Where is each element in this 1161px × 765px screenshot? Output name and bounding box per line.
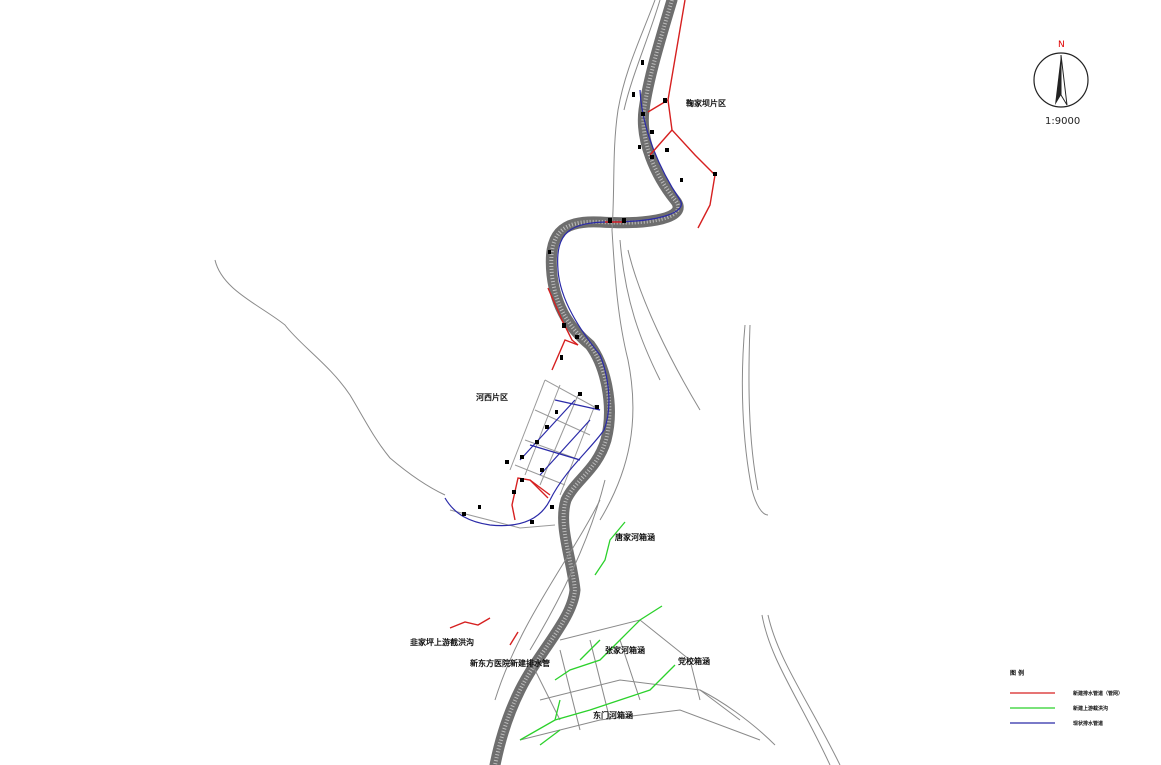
- label-district-west: 河西片区: [476, 392, 508, 402]
- label-district-north: 鞠家坝片区: [686, 98, 726, 108]
- legend-title: 图 例: [1010, 669, 1024, 677]
- north-arrow: N 1:9000: [1033, 40, 1089, 127]
- compass-circle: [1033, 52, 1089, 108]
- culvert-lines: [519, 521, 676, 746]
- existing-drain-lines: [444, 89, 682, 527]
- manhole-markers: [462, 60, 717, 524]
- scale-label: 1:9000: [1045, 116, 1080, 127]
- west-district-streets: [449, 379, 601, 529]
- label-culvert-1: 唐家河箱涵: [615, 532, 655, 542]
- north-label: N: [1058, 40, 1065, 50]
- legend: 图 例 新建排水管道（管网） 新建上游截洪沟 现状排水管道: [1010, 669, 1123, 727]
- road-network: [214, 0, 841, 765]
- legend-item-1: 新建上游截洪沟: [1073, 705, 1108, 712]
- label-culvert-3: 党校箱涵: [678, 656, 710, 666]
- north-arrow-icon: [1055, 55, 1061, 105]
- legend-item-0: 新建排水管道（管网）: [1073, 690, 1123, 697]
- label-culvert-4: 东门河箱涵: [593, 710, 633, 720]
- river: [489, 0, 684, 765]
- new-drain-lines: [449, 0, 716, 646]
- label-new-drain: 新东方医院新建排水管: [470, 658, 550, 668]
- label-culvert-2: 张家河箱涵: [605, 645, 645, 655]
- legend-item-2: 现状排水管道: [1073, 720, 1103, 727]
- label-flood-ditch: 韭家坪上游截洪沟: [410, 637, 474, 647]
- map-labels: 鞠家坝片区 河西片区 唐家河箱涵 韭家坪上游截洪沟 新东方医院新建排水管 张家河…: [410, 98, 726, 720]
